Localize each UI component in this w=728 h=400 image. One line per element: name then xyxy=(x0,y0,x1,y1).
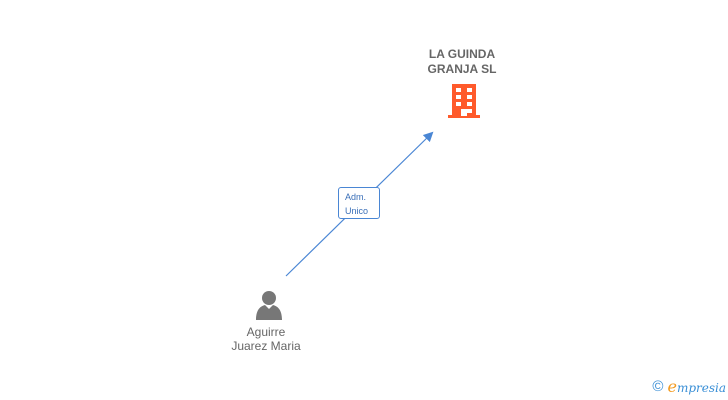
person-icon[interactable] xyxy=(254,290,284,320)
company-name[interactable]: LA GUINDA GRANJA SL xyxy=(402,47,522,77)
footer-brand: © empresia xyxy=(652,377,726,396)
role-line2: Unico xyxy=(345,206,369,216)
copyright-icon: © xyxy=(652,378,664,395)
role-label[interactable]: Adm. Unico xyxy=(338,187,380,219)
person-name-line1: Aguirre xyxy=(246,325,286,339)
person-name-line2: Juarez Maria xyxy=(231,339,301,353)
building-icon[interactable] xyxy=(448,84,480,118)
role-line1: Adm. xyxy=(345,192,367,202)
person-name[interactable]: Aguirre Juarez Maria xyxy=(206,325,326,353)
company-name-line1: LA GUINDA xyxy=(428,47,496,61)
company-name-line2: GRANJA SL xyxy=(427,62,497,76)
brand-logo: empresia xyxy=(667,377,726,396)
